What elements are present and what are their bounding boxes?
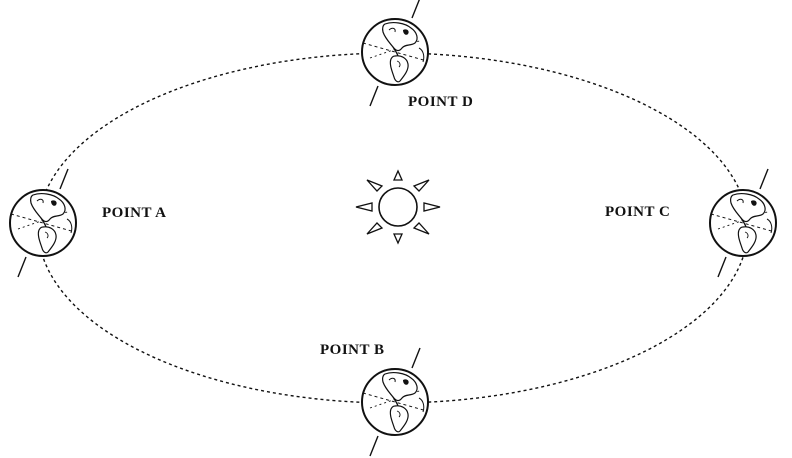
point-b-label: POINT B [320, 342, 385, 358]
earth-globe-icon-point-a [9, 168, 77, 278]
point-a-label: POINT A [102, 205, 167, 221]
point-d-label: POINT D [408, 94, 474, 110]
orbit-path [37, 52, 749, 404]
point-c-label: POINT C [605, 204, 671, 220]
earth-globe-icon-point-d [361, 0, 429, 107]
sun-icon [355, 169, 441, 245]
earth-globe-icon-point-c [709, 168, 777, 278]
earth-globe-icon-point-b [361, 347, 429, 457]
